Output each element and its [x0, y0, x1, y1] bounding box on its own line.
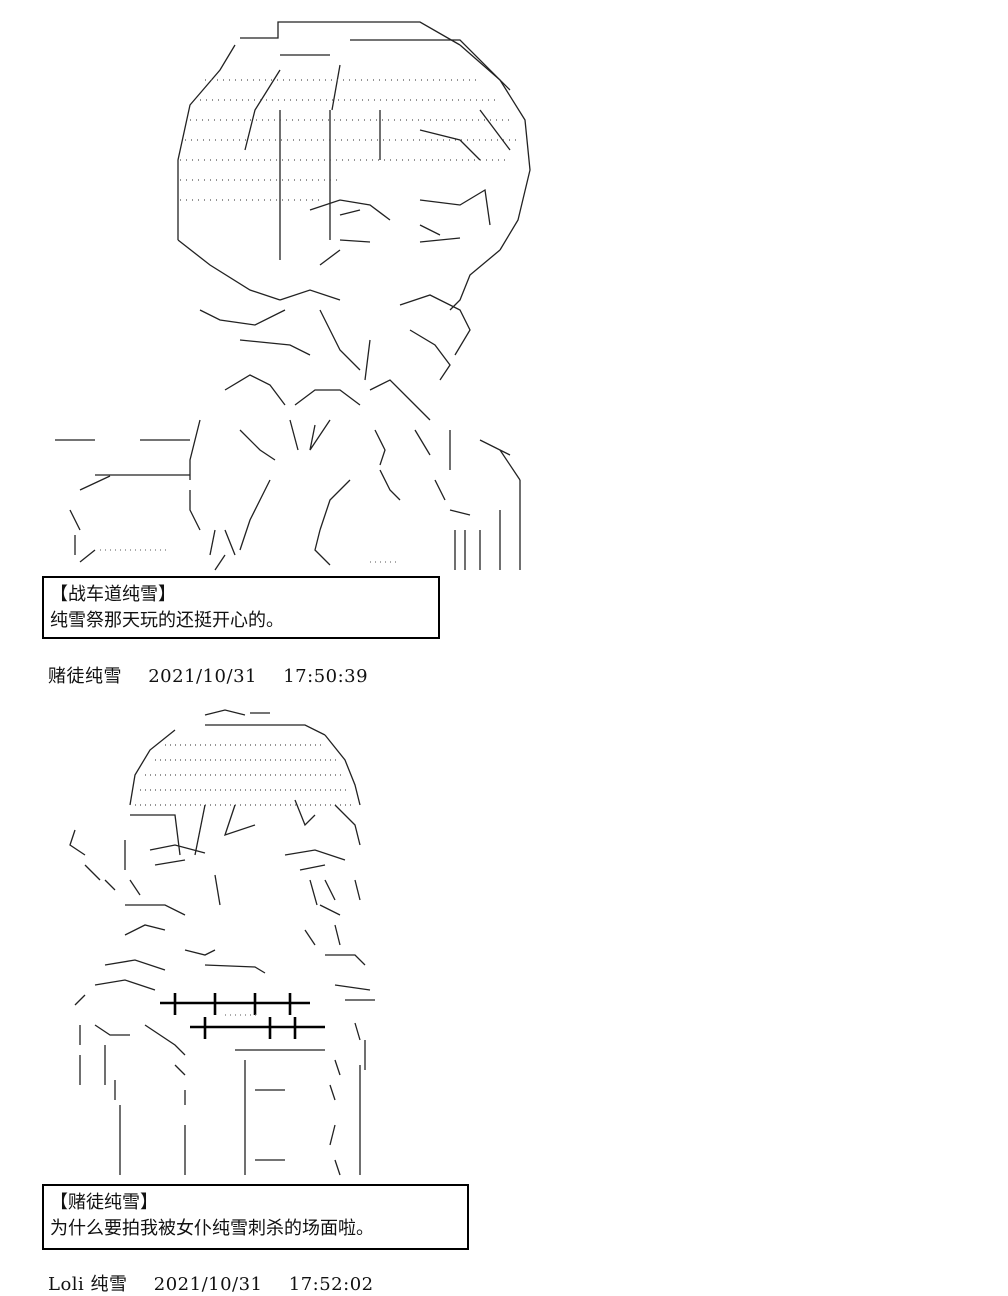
- post-header: 赌徒纯雪 2021/10/31 17:50:39: [48, 662, 388, 688]
- post-time: 17:50:39: [283, 666, 369, 687]
- dialogue-text: 为什么要拍我被女仆纯雪刺杀的场面啦。: [50, 1218, 374, 1239]
- ascii-art-figure-2: [55, 705, 395, 1180]
- speaker-name: 【赌徒纯雪】: [50, 1192, 158, 1213]
- dialogue-box: 【赌徒纯雪】 为什么要拍我被女仆纯雪刺杀的场面啦。: [42, 1184, 469, 1250]
- ascii-art-figure-1: [40, 10, 540, 575]
- post-date: 2021/10/31: [148, 666, 257, 687]
- author-name: 赌徒纯雪: [48, 666, 122, 687]
- post-header: Loli 纯雪 2021/10/31 17:52:02: [48, 1270, 394, 1296]
- dialogue-text: 纯雪祭那天玩的还挺开心的。: [50, 610, 284, 631]
- speaker-name: 【战车道纯雪】: [50, 584, 176, 605]
- author-name: Loli 纯雪: [48, 1274, 128, 1295]
- dialogue-box: 【战车道纯雪】 纯雪祭那天玩的还挺开心的。: [42, 576, 440, 639]
- post-time: 17:52:02: [288, 1274, 374, 1295]
- post-date: 2021/10/31: [153, 1274, 263, 1295]
